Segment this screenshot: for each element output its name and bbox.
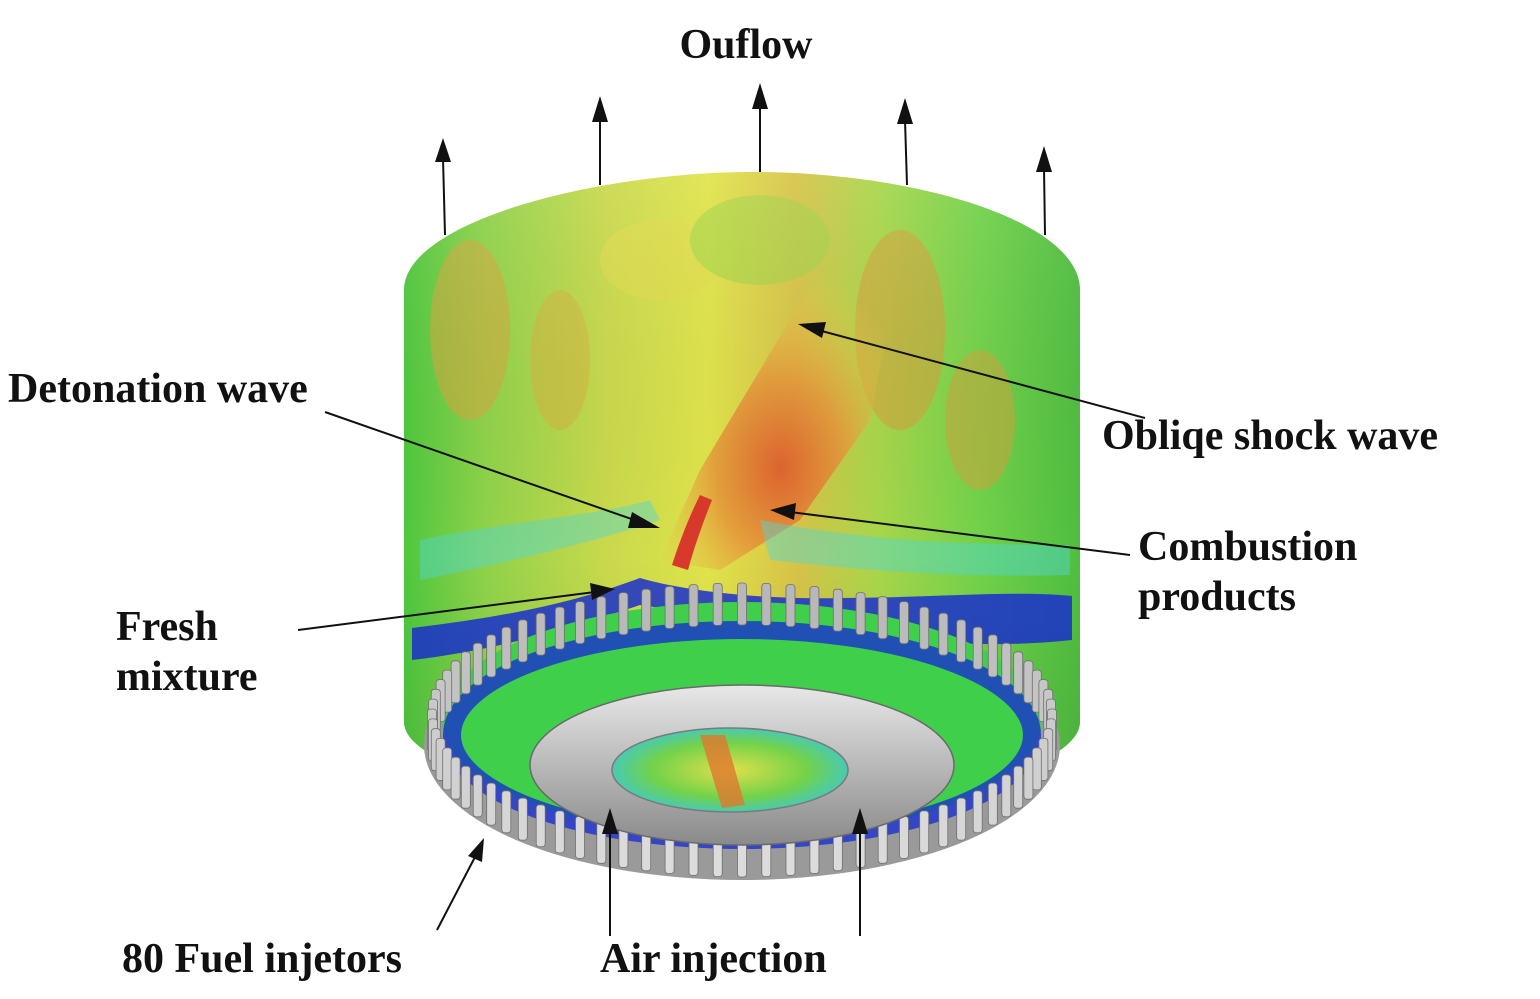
inner-hot-streak bbox=[700, 735, 745, 808]
fuel-injector bbox=[460, 765, 471, 809]
fuel-injector bbox=[575, 601, 585, 644]
fuel-injector bbox=[938, 612, 949, 656]
fuel-injector bbox=[919, 606, 930, 650]
outflow-arrowhead-1 bbox=[435, 138, 451, 162]
fuel-injector bbox=[1031, 747, 1042, 791]
fresh-mixture-label-line2: mixture bbox=[116, 654, 258, 700]
fuel-injector bbox=[688, 584, 699, 627]
combustion-pointer bbox=[789, 511, 1131, 556]
outflow-arrowhead-3 bbox=[752, 83, 768, 109]
fresh-mixture-label-line1: Fresh bbox=[116, 604, 218, 650]
fuel-injectors bbox=[427, 582, 1057, 878]
fuel-injector bbox=[899, 601, 909, 644]
fuel-injector bbox=[877, 820, 888, 864]
labels: Ouflow Detonation wave Obliqe shock wave… bbox=[8, 22, 1438, 982]
fuel-injector bbox=[460, 651, 471, 695]
fuel-injector bbox=[535, 804, 546, 848]
fuel-injector bbox=[442, 747, 453, 791]
fuel-injector bbox=[501, 790, 512, 834]
fuel-injector bbox=[618, 592, 629, 635]
fuel-injector bbox=[938, 804, 949, 848]
fresh-mixture-pointer bbox=[297, 591, 596, 631]
fuel-injector-pointer bbox=[436, 856, 476, 931]
fuel-injector bbox=[919, 810, 930, 854]
fuel-injector bbox=[575, 816, 585, 859]
fresh-mixture-arrowhead bbox=[590, 583, 615, 600]
outflow-arrowhead-2 bbox=[592, 96, 608, 122]
fuel-injector bbox=[517, 619, 528, 663]
fuel-injector bbox=[712, 583, 723, 626]
outflow-arrowhead-5 bbox=[1036, 146, 1052, 172]
fuel-injector bbox=[501, 626, 512, 670]
air-injection-arrowhead-left bbox=[602, 808, 618, 834]
callout-pointers bbox=[297, 322, 1146, 936]
fuel-injector bbox=[472, 774, 483, 818]
fuel-injector-arrowhead bbox=[468, 838, 484, 862]
fuel-injector bbox=[1013, 765, 1024, 809]
fuel-injector bbox=[899, 816, 909, 859]
fuel-injector bbox=[785, 584, 796, 627]
fuel-injector bbox=[956, 797, 967, 841]
outflow-arrow-5 bbox=[1043, 167, 1046, 236]
fuel-injector bbox=[472, 642, 483, 686]
detonation-wave-label: Detonation wave bbox=[8, 366, 308, 412]
fuel-injector bbox=[450, 756, 461, 800]
fuel-injector bbox=[486, 634, 497, 678]
fuel-injector bbox=[554, 810, 565, 854]
injector-assembly bbox=[424, 582, 1060, 880]
fuel-injector bbox=[987, 634, 998, 678]
outflow-arrow-4 bbox=[904, 119, 908, 186]
fuel-injector bbox=[664, 586, 675, 629]
fuel-injector bbox=[1001, 774, 1012, 818]
fuel-injector bbox=[1023, 660, 1034, 704]
fuel-injector bbox=[1023, 756, 1034, 800]
fuel-injector bbox=[855, 592, 866, 635]
air-injection-arrowhead-right bbox=[852, 808, 868, 834]
fuel-injector bbox=[987, 782, 998, 826]
fuel-injector bbox=[1001, 642, 1012, 686]
fuel-injector bbox=[596, 596, 607, 640]
air-injection-label: Air injection bbox=[600, 936, 827, 982]
fuel-injector bbox=[535, 612, 546, 656]
fuel-injector bbox=[956, 619, 967, 663]
fuel-injector bbox=[641, 588, 652, 632]
fuel-injector bbox=[554, 606, 565, 650]
fuel-injector bbox=[809, 586, 820, 629]
combustion-arrowhead bbox=[770, 503, 796, 520]
fuel-injectors-label: 80 Fuel injetors bbox=[122, 936, 402, 982]
fuel-injector bbox=[832, 588, 843, 632]
outflow-arrow-1 bbox=[442, 157, 446, 236]
oblique-shock-wave-label: Obliqe shock wave bbox=[1102, 413, 1438, 459]
outflow-arrowhead-4 bbox=[897, 98, 913, 124]
combustion-products-label-line1: Combustion bbox=[1138, 524, 1357, 570]
combustion-products-label-line2: products bbox=[1138, 574, 1296, 620]
outflow-arrows bbox=[435, 83, 1052, 236]
fuel-injector bbox=[972, 626, 983, 670]
fuel-injector bbox=[486, 782, 497, 826]
detonation-pointer bbox=[324, 411, 641, 523]
fuel-injector bbox=[517, 797, 528, 841]
fuel-injector bbox=[737, 582, 747, 626]
oblique-shock-arrowhead bbox=[798, 322, 826, 338]
detonation-arrowhead bbox=[628, 512, 660, 528]
fuel-injector bbox=[1013, 651, 1024, 695]
oblique-shock-pointer bbox=[817, 329, 1146, 419]
fuel-injector bbox=[877, 596, 888, 640]
fuel-injector bbox=[450, 660, 461, 704]
outflow-label: Ouflow bbox=[679, 22, 813, 68]
fuel-injector bbox=[972, 790, 983, 834]
fuel-injector bbox=[761, 583, 772, 626]
